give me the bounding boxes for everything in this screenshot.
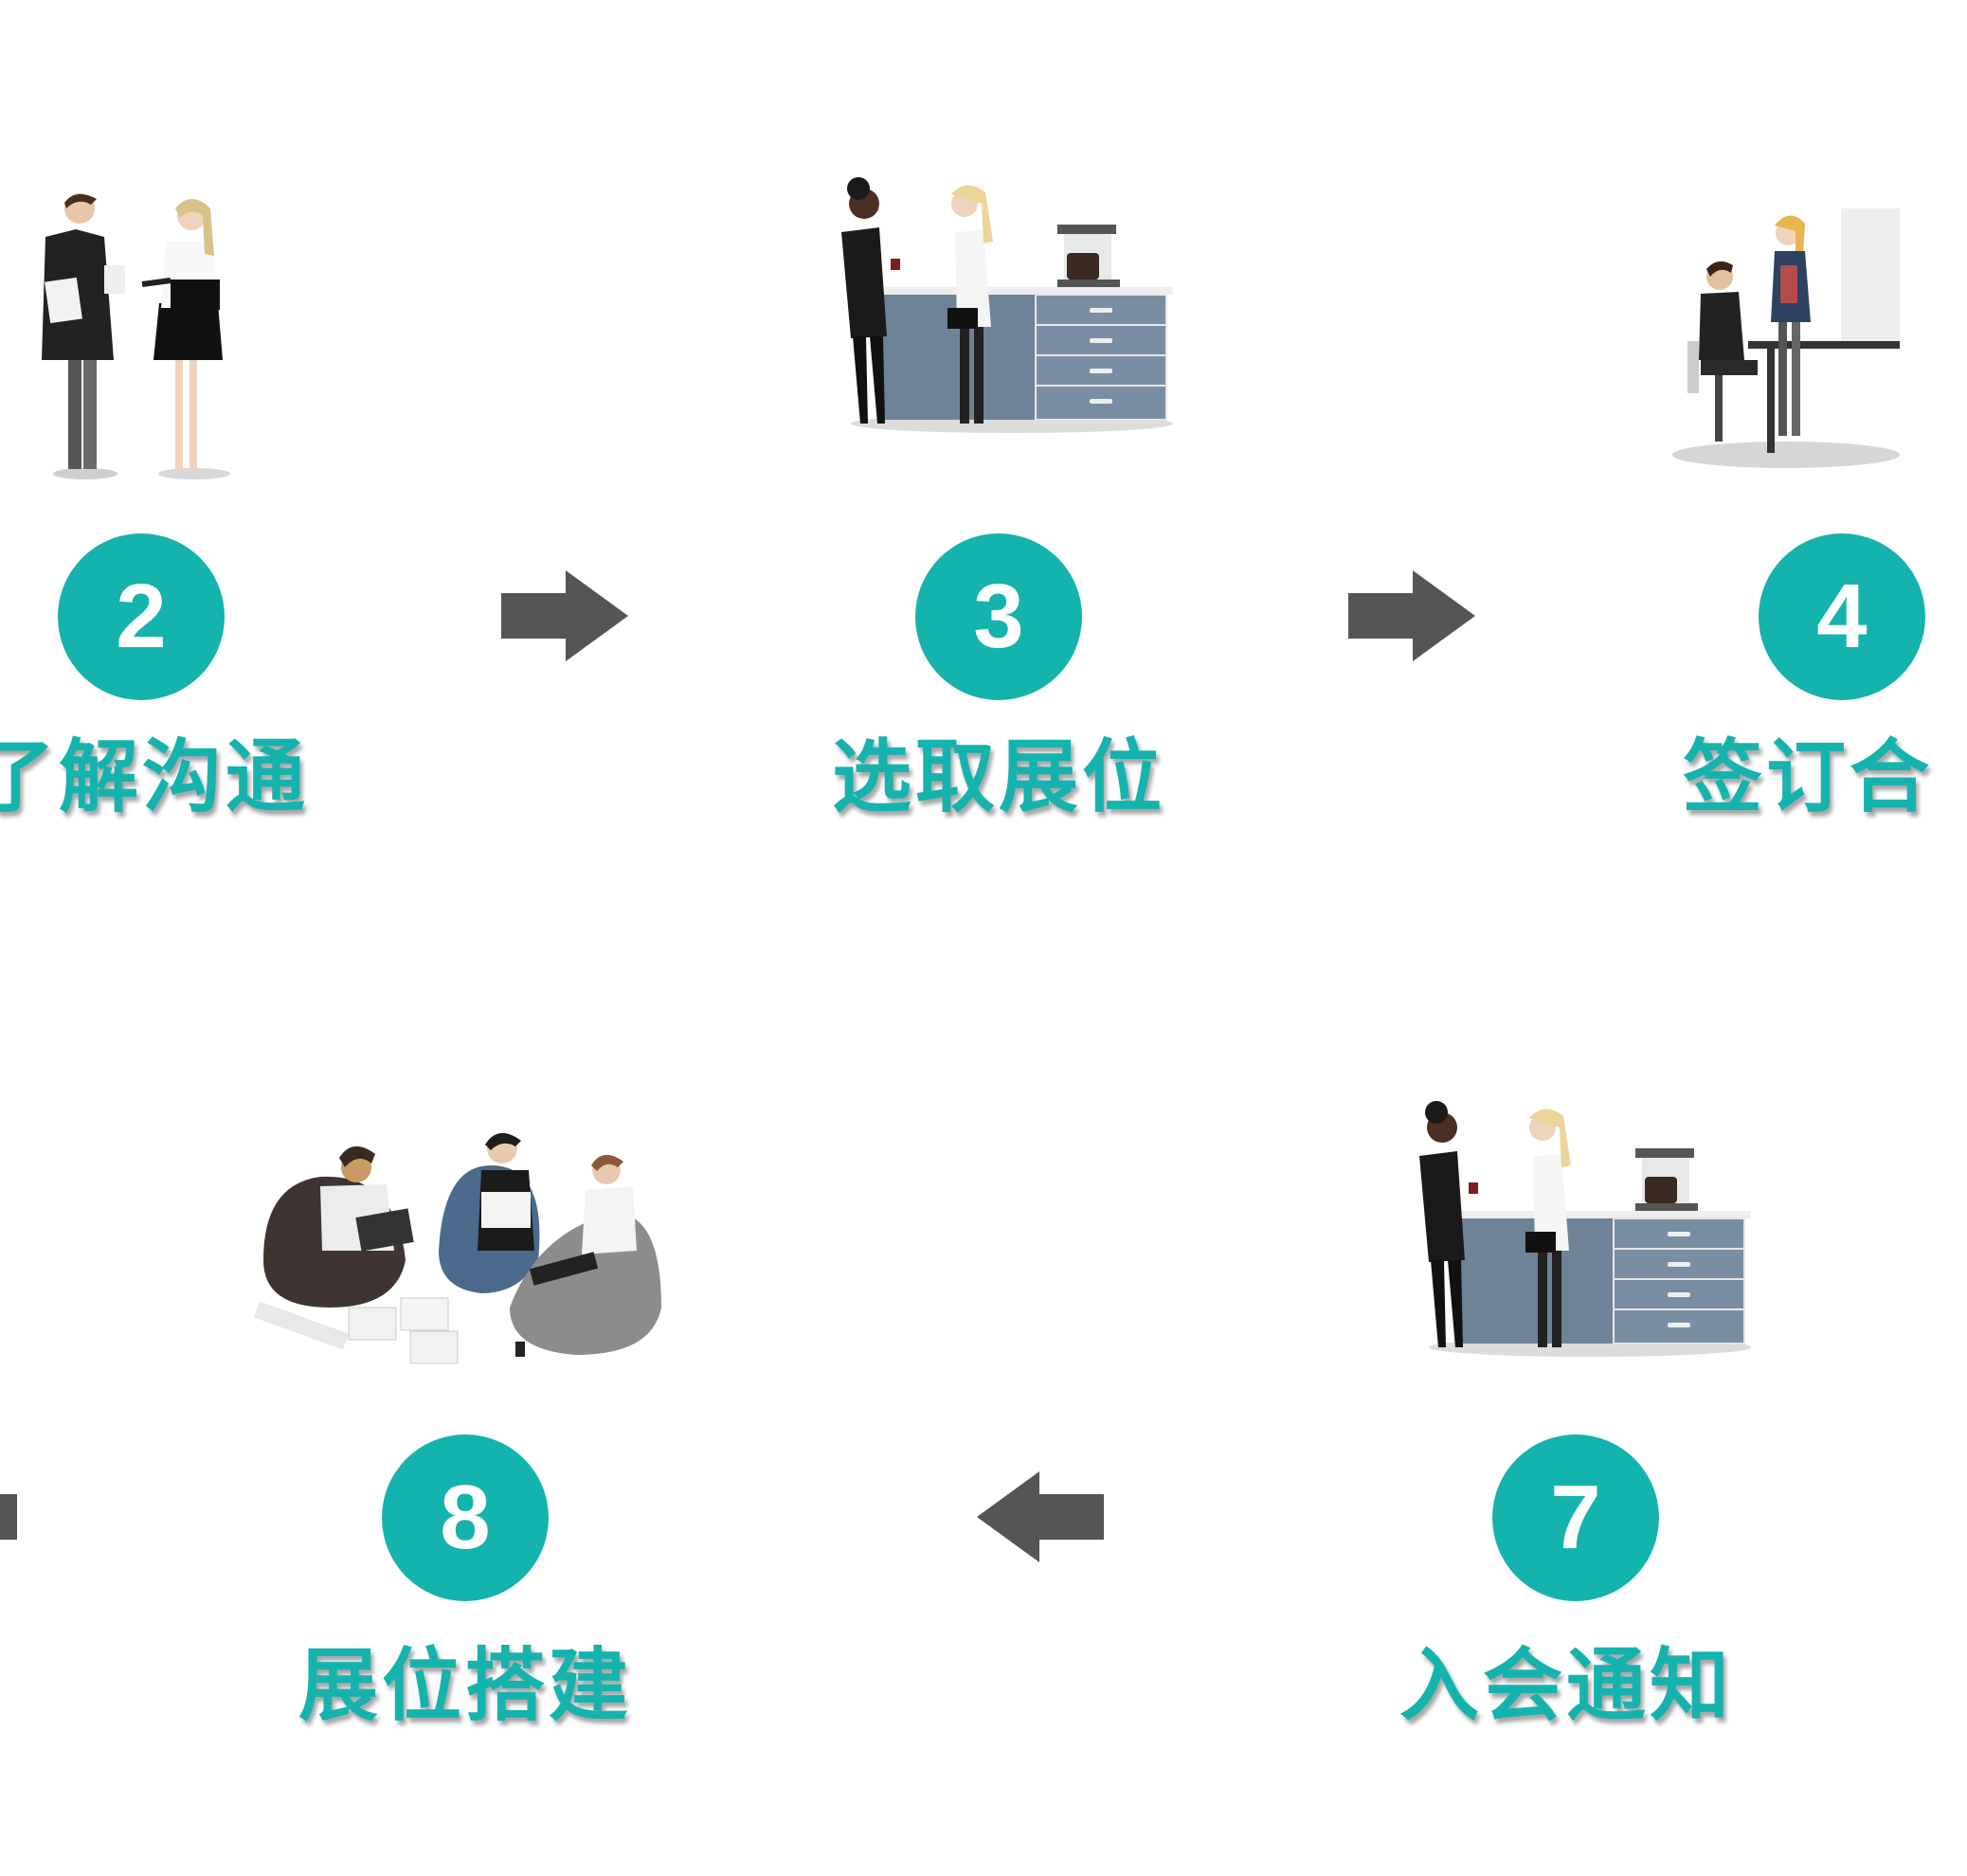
step-number-4: 4 xyxy=(1759,533,1925,700)
step-label-2: 了解沟通 xyxy=(0,731,309,823)
arrow-right-icon xyxy=(1348,570,1475,661)
step-number-7: 7 xyxy=(1492,1434,1659,1601)
arrow-left-icon xyxy=(977,1471,1104,1562)
step-label-7: 入会通知 xyxy=(1399,1639,1733,1732)
beanbag-team-illustration xyxy=(253,1132,661,1364)
coffee-counter-illustration xyxy=(1419,1101,1751,1357)
arrow-right-icon xyxy=(501,570,628,661)
step-number-2: 2 xyxy=(58,533,225,700)
process-flow: 2 3 4 8 7 了解沟通 选取展位 签订合 展位搭建 入会通知 xyxy=(0,177,1929,1732)
office-desk-meeting-illustration xyxy=(1672,208,1900,468)
arrow-left-icon xyxy=(0,1494,17,1540)
step-number-3: 3 xyxy=(915,533,1082,700)
step-number-8: 8 xyxy=(382,1434,549,1601)
step-label-8: 展位搭建 xyxy=(298,1639,632,1732)
coffee-counter-illustration xyxy=(841,177,1173,433)
step-label-4: 签订合 xyxy=(1683,731,1934,823)
two-people-talking-illustration xyxy=(42,193,230,479)
step-label-3: 选取展位 xyxy=(831,731,1165,823)
